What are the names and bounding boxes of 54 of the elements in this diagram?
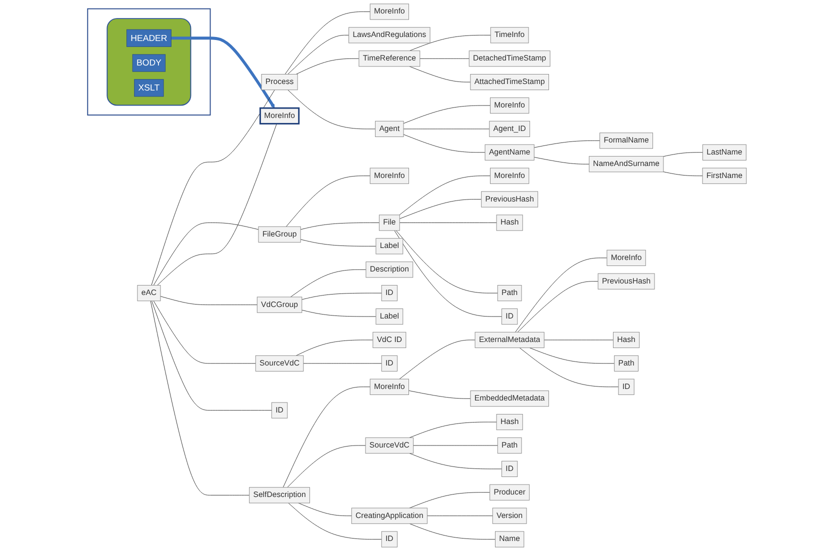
connector (399, 222, 497, 223)
arrow (171, 36, 275, 108)
connector (534, 140, 600, 148)
connector (288, 34, 350, 74)
connector (296, 340, 374, 356)
connector (663, 172, 703, 176)
connector (534, 156, 590, 164)
connector (287, 445, 366, 488)
connector (515, 258, 608, 332)
connector (282, 386, 370, 488)
connector (300, 222, 380, 230)
cluster (106, 18, 192, 106)
connector (403, 128, 490, 130)
connector (153, 222, 259, 286)
connector (300, 239, 376, 246)
connector (420, 58, 470, 59)
connector (409, 66, 471, 82)
connector (302, 310, 376, 317)
node-box: BODY (132, 54, 166, 72)
connector (663, 152, 703, 157)
connector (409, 453, 502, 470)
connector (157, 123, 277, 286)
connector (409, 34, 491, 52)
connector (409, 492, 490, 508)
connector (303, 363, 382, 364)
connector (403, 134, 486, 153)
connector (403, 105, 490, 124)
connector (302, 292, 382, 300)
connector (296, 58, 360, 74)
connector (160, 296, 258, 306)
connector (152, 300, 272, 411)
connector (519, 348, 619, 388)
connector (529, 348, 615, 364)
connector (408, 390, 471, 399)
connector (399, 199, 482, 220)
connector (286, 176, 370, 227)
node-box: XSLT (134, 79, 164, 97)
cluster (87, 8, 211, 116)
connector (409, 422, 497, 438)
connector (284, 11, 370, 74)
connector (517, 281, 598, 332)
connector (288, 502, 382, 540)
connector (399, 176, 490, 216)
connector (151, 90, 275, 286)
connector (298, 502, 352, 516)
connector (394, 230, 502, 317)
connector (399, 340, 476, 380)
node-box: HEADER (126, 29, 172, 47)
connector (396, 230, 498, 294)
connector (290, 269, 366, 298)
connector (153, 300, 256, 364)
connector (409, 523, 496, 540)
connector (150, 300, 250, 496)
connector (288, 90, 376, 130)
